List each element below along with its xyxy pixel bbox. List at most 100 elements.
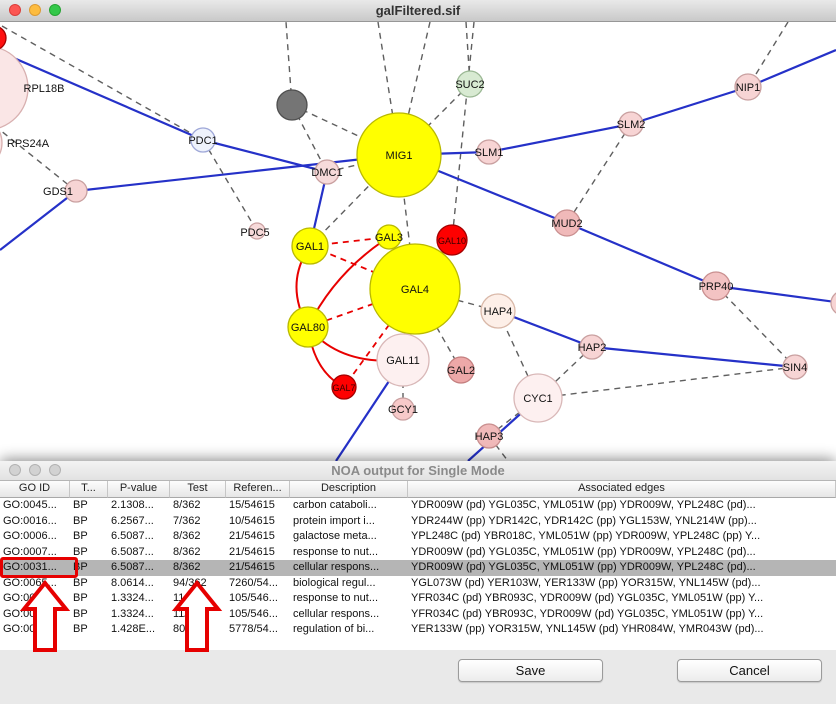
- network-edge[interactable]: [537, 366, 796, 399]
- network-node-gds1[interactable]: [64, 179, 88, 203]
- network-node-sin4[interactable]: [782, 354, 808, 380]
- network-edge[interactable]: [630, 85, 749, 126]
- network-edge[interactable]: [75, 153, 400, 193]
- network-node-prp40[interactable]: [701, 271, 731, 301]
- network-window-titlebar[interactable]: galFiltered.sif: [0, 0, 836, 22]
- network-node-gal3[interactable]: [376, 224, 402, 250]
- zoom-button[interactable]: [49, 4, 61, 16]
- network-node-gal4[interactable]: [369, 243, 461, 335]
- network-edge[interactable]: [715, 285, 796, 368]
- network-edge[interactable]: [747, 48, 836, 89]
- column-header[interactable]: P-value: [108, 481, 170, 498]
- network-edge[interactable]: [488, 122, 632, 154]
- table-cell: 8/362: [173, 561, 201, 573]
- save-button[interactable]: Save: [458, 659, 603, 682]
- node-label: PDC1: [188, 135, 217, 147]
- network-edge[interactable]: [343, 288, 416, 388]
- network-node-gal1[interactable]: [291, 227, 329, 265]
- network-node-slm2[interactable]: [618, 111, 644, 137]
- network-edge[interactable]: [398, 83, 471, 156]
- table-cell: BP: [73, 561, 88, 573]
- window-title: NOA output for Single Mode: [331, 463, 505, 478]
- noa-window-titlebar[interactable]: NOA output for Single Mode: [0, 461, 836, 481]
- table-cell: 105/546...: [229, 592, 278, 604]
- network-edge[interactable]: [715, 284, 836, 304]
- network-node-gal2[interactable]: [447, 356, 475, 384]
- network-node-mig1[interactable]: [356, 112, 442, 198]
- network-edge[interactable]: [0, 129, 77, 192]
- network-node-mud2[interactable]: [553, 209, 581, 237]
- zoom-button[interactable]: [49, 464, 61, 476]
- column-header[interactable]: Test: [170, 481, 226, 498]
- network-node[interactable]: [0, 26, 7, 50]
- network-node-slm1[interactable]: [476, 139, 502, 165]
- table-cell: YPL248C (pd) YBR018C, YML051W (pp) YDR00…: [411, 530, 761, 542]
- network-node-rps24a[interactable]: [0, 117, 3, 169]
- network-node-gal10[interactable]: [436, 224, 468, 256]
- network-node-pdc1[interactable]: [190, 127, 216, 153]
- network-node[interactable]: [276, 89, 308, 121]
- network-edge[interactable]: [0, 50, 204, 142]
- network-node-gcy1[interactable]: [391, 397, 415, 421]
- network-node-pdc5[interactable]: [248, 222, 266, 240]
- network-canvas[interactable]: RPL18BRPS24AGDS1PDC1DMC1MIG1SUC2SLM1SLM2…: [0, 22, 836, 461]
- node-label: PRP40: [699, 281, 734, 293]
- network-edge[interactable]: [0, 190, 77, 251]
- network-node-nip1[interactable]: [734, 73, 762, 101]
- table-cell: BP: [73, 623, 88, 635]
- column-header[interactable]: Referen...: [226, 481, 290, 498]
- network-edge[interactable]: [451, 22, 475, 241]
- network-edge[interactable]: [309, 245, 416, 290]
- table-cell: YFR034C (pd) YBR093C, YDR009W (pd) YGL03…: [411, 607, 764, 620]
- network-edge[interactable]: [307, 288, 416, 328]
- network-node-suc2[interactable]: [456, 70, 484, 98]
- network-node-hap2[interactable]: [579, 334, 605, 360]
- minimize-button[interactable]: [29, 4, 41, 16]
- network-node-cyc1[interactable]: [513, 373, 563, 423]
- node-label: GAL2: [447, 365, 475, 377]
- network-node-dmc1[interactable]: [314, 159, 340, 185]
- table-cell: 8/362: [173, 545, 201, 558]
- cancel-button[interactable]: Cancel: [677, 659, 822, 682]
- table-cell: YDR244W (pp) YDR142C, YDR142C (pp) YGL15…: [411, 514, 757, 527]
- network-edge[interactable]: [747, 22, 789, 88]
- network-node-hap3[interactable]: [476, 423, 502, 449]
- table-cell: GO:0006...: [3, 530, 57, 542]
- table-cell: carbon cataboli...: [293, 499, 377, 511]
- table-cell: GO:0050...: [3, 623, 57, 635]
- network-edge[interactable]: [1, 25, 204, 141]
- network-edge[interactable]: [566, 221, 717, 288]
- network-edge[interactable]: [291, 104, 400, 156]
- close-button[interactable]: [9, 464, 21, 476]
- column-header[interactable]: GO ID: [0, 481, 70, 498]
- network-node-gal11[interactable]: [376, 333, 430, 387]
- network-node-hap4[interactable]: [480, 293, 516, 329]
- network-node-rpl18b[interactable]: [0, 46, 29, 130]
- column-header[interactable]: Description: [290, 481, 408, 498]
- table-cell: 80/362: [173, 623, 207, 635]
- column-header[interactable]: T...: [70, 481, 108, 498]
- network-node-gal7[interactable]: [331, 374, 357, 400]
- node-label: GAL80: [291, 322, 325, 334]
- network-edge[interactable]: [202, 139, 258, 232]
- network-edge[interactable]: [566, 123, 632, 224]
- network-node-gal80[interactable]: [287, 306, 329, 348]
- minimize-button[interactable]: [29, 464, 41, 476]
- network-node[interactable]: [830, 291, 836, 315]
- network-edge[interactable]: [591, 345, 796, 369]
- column-header[interactable]: Associated edges: [408, 481, 836, 498]
- table-cell: 7/362: [173, 514, 201, 527]
- network-edge[interactable]: [202, 138, 328, 174]
- close-button[interactable]: [9, 4, 21, 16]
- table-cell: response to nut...: [293, 545, 378, 558]
